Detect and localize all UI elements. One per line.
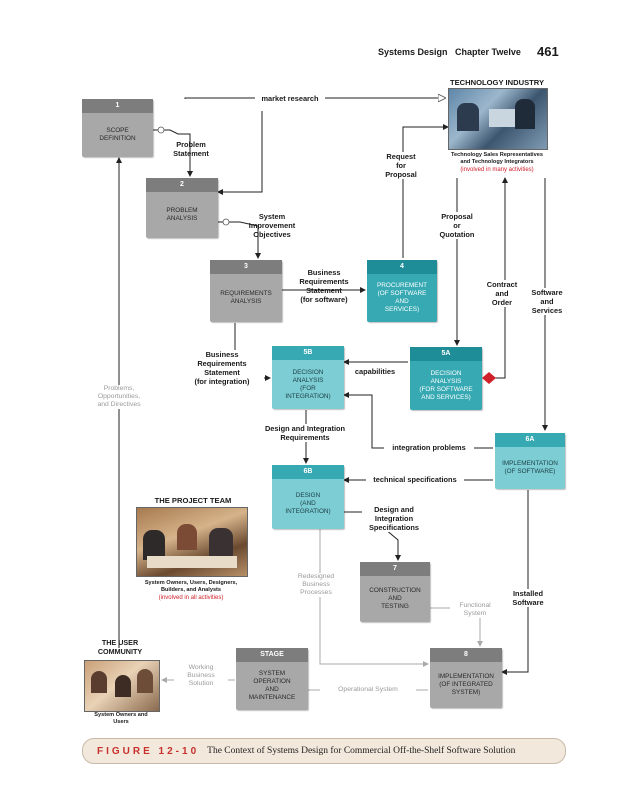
figure-number: FIGURE 12-10 — [97, 745, 200, 757]
technology-industry-note: (involved in many activities) — [460, 167, 534, 173]
project-team-note: (involved in all activities) — [158, 595, 224, 601]
technology-industry-photo — [448, 88, 548, 150]
box-label: Procurement (of software and services) — [376, 282, 428, 313]
flow-operational-system: Operational System — [320, 686, 416, 694]
box-number: 4 — [367, 260, 437, 274]
box-scope-definition: 1 Scope Definition — [82, 99, 153, 157]
project-team-title: THE PROJECT TEAM — [154, 496, 232, 505]
box-label: Problem Analysis — [166, 207, 198, 222]
box-number: 6A — [495, 433, 565, 447]
user-community-caption: System Owners and Users — [94, 712, 148, 725]
figure-caption-text: The Context of Systems Design for Commer… — [207, 746, 516, 756]
flow-redesigned-processes: Redesigned Business Processes — [286, 573, 346, 597]
flow-technical-specifications: technical specifications — [366, 475, 464, 484]
flow-integration-problems: integration problems — [384, 443, 474, 452]
flow-market-research: market research — [255, 94, 325, 103]
box-label: Decision Analysis (for integration) — [285, 368, 331, 400]
box-decision-analysis-software: 5A Decision Analysis (for software and s… — [410, 347, 482, 410]
flow-system-improvement-objectives: System Improvement Objectives — [248, 212, 296, 239]
box-number: 5B — [272, 346, 344, 360]
flow-functional-system: Functional System — [450, 602, 500, 618]
box-label: System Operation and Maintenance — [248, 670, 296, 701]
box-label: Implementation (of integrated system) — [438, 673, 494, 696]
red-diamond-icon — [482, 372, 496, 384]
box-number: 1 — [82, 99, 153, 113]
flow-installed-software: Installed Software — [504, 589, 552, 607]
box-number: 7 — [360, 562, 430, 576]
box-system-operation-maintenance: STAGE System Operation and Maintenance — [236, 648, 308, 710]
flow-problems-opportunities-directives: Problems, Opportunities, and Directives — [86, 385, 152, 409]
technology-industry-title: TECHNOLOGY INDUSTRY — [449, 78, 545, 87]
flow-capabilities: capabilities — [354, 367, 396, 376]
flow-request-for-proposal: Request for Proposal — [375, 152, 427, 179]
project-team-caption: System Owners, Users, Designers, Builder… — [144, 580, 238, 593]
box-label: Requirements Analysis — [220, 290, 272, 305]
box-implementation-integrated-system: 8 Implementation (of integrated system) — [430, 648, 502, 708]
box-number: 5A — [410, 347, 482, 361]
box-problem-analysis: 2 Problem Analysis — [146, 178, 218, 238]
flow-contract-and-order: Contract and Order — [478, 280, 526, 307]
flow-working-business-solution: Working Business Solution — [174, 664, 228, 688]
box-label: Decision Analysis (for software and serv… — [419, 369, 473, 401]
flow-business-requirements-integration: Business Requirements Statement (for int… — [180, 350, 264, 386]
project-team-photo — [136, 507, 248, 577]
box-number: 3 — [210, 260, 282, 274]
box-label: Design (and integration) — [285, 492, 331, 515]
box-number: 8 — [430, 648, 502, 662]
box-number: 6B — [272, 465, 344, 479]
box-label: Construction and Testing — [369, 587, 421, 610]
box-label: Implementation (of software) — [502, 460, 558, 475]
chapter-label: Chapter Twelve — [455, 47, 521, 57]
box-construction-testing: 7 Construction and Testing — [360, 562, 430, 622]
user-community-title: THE USER COMMUNITY — [97, 638, 143, 656]
figure-caption: FIGURE 12-10 The Context of Systems Desi… — [82, 738, 566, 764]
box-design-integration: 6B Design (and integration) — [272, 465, 344, 529]
box-requirements-analysis: 3 Requirements Analysis — [210, 260, 282, 322]
box-procurement: 4 Procurement (of software and services) — [367, 260, 437, 322]
box-number: 2 — [146, 178, 218, 192]
technology-industry-caption: Technology Sales Representatives and Tec… — [451, 152, 543, 165]
flow-proposal-or-quotation: Proposal or Quotation — [430, 212, 484, 239]
box-number: STAGE — [236, 648, 308, 662]
box-implementation-software: 6A Implementation (of software) — [495, 433, 565, 489]
flow-design-integration-specifications: Design and Integration Specifications — [362, 505, 426, 532]
running-title: Systems Design — [378, 47, 448, 57]
flow-software-and-services: Software and Services — [526, 288, 568, 315]
flow-business-requirements-software: Business Requirements Statement (for sof… — [299, 268, 349, 304]
user-community-photo — [84, 660, 160, 712]
flow-problem-statement: Problem Statement — [173, 140, 209, 158]
page-number: 461 — [537, 44, 559, 59]
box-decision-analysis-integration: 5B Decision Analysis (for integration) — [272, 346, 344, 409]
flow-design-integration-requirements: Design and Integration Requirements — [250, 424, 360, 442]
box-label: Scope Definition — [99, 127, 136, 142]
